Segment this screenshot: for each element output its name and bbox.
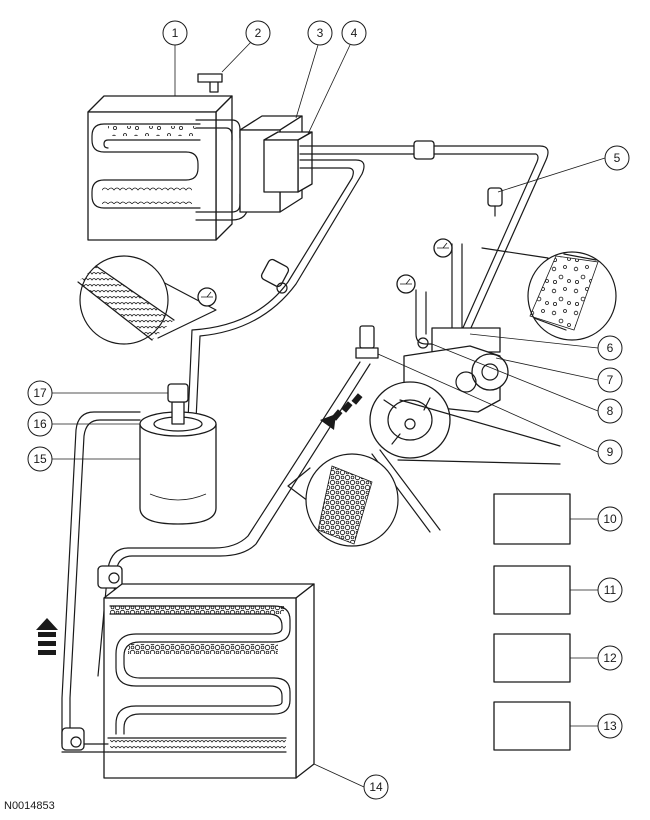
callout-16: 16 [27,411,53,437]
callout-2: 2 [245,20,271,46]
svg-text:11: 11 [604,583,617,597]
leader-lines [52,41,606,788]
svg-text:15: 15 [33,452,47,466]
flow-direction-arrow-icon [320,393,363,430]
svg-text:17: 17 [33,386,47,400]
callout-6: 6 [597,335,623,361]
svg-text:10: 10 [603,512,617,526]
low-side-service-port [487,187,503,217]
pressure-gauge-icon [197,238,453,307]
svg-text:12: 12 [603,651,617,665]
legend-swatch-high-pressure-vapor [493,565,571,615]
svg-text:2: 2 [255,26,262,40]
svg-text:16: 16 [33,417,47,431]
callout-5: 5 [604,145,630,171]
condenser-coil [109,605,291,735]
condenser [61,583,315,779]
evaporator-temperature-sensor [197,73,223,93]
svg-text:9: 9 [607,445,614,459]
callout-7: 7 [597,367,623,393]
suction-line-magnifier [481,247,617,341]
callout-4: 4 [341,20,367,46]
svg-text:8: 8 [607,404,614,418]
callout-9: 9 [597,439,623,465]
legend-swatch-low-pressure-liquid [493,633,571,683]
callout-8: 8 [597,398,623,424]
callout-3: 3 [307,20,333,46]
valve-block [239,115,313,213]
compressor [369,243,561,533]
callout-14: 14 [363,774,389,800]
liquid-line [187,159,365,421]
discharge-line-magnifier [287,453,399,547]
pressure-switch [355,325,379,359]
svg-text:4: 4 [351,26,358,40]
callouts: 1 2 3 4 5 6 7 8 9 10 11 12 13 14 15 16 1… [27,20,630,800]
callout-10: 10 [597,506,623,532]
svg-text:13: 13 [603,719,617,733]
discharge-line [97,361,371,677]
evaporator-coil [91,123,201,209]
legend-swatch-high-pressure-liquid [493,701,571,751]
flow-direction-arrow-icon [36,618,58,655]
legend [493,493,571,751]
legend-swatch-low-pressure-vapor [493,493,571,545]
callout-17: 17 [27,380,53,406]
evaporator [87,95,249,241]
suction-line [299,140,549,331]
callout-12: 12 [597,645,623,671]
callout-11: 11 [597,577,623,603]
callout-15: 15 [27,446,53,472]
svg-text:14: 14 [369,780,383,794]
svg-text:6: 6 [607,341,614,355]
figure-id: N0014853 [4,800,55,812]
liquid-line-magnifier [77,255,217,345]
callout-1: 1 [162,20,188,46]
svg-text:1: 1 [172,26,179,40]
svg-text:7: 7 [607,373,614,387]
svg-text:3: 3 [317,26,324,40]
svg-text:5: 5 [614,151,621,165]
callout-13: 13 [597,713,623,739]
receiver-drier [61,383,217,745]
